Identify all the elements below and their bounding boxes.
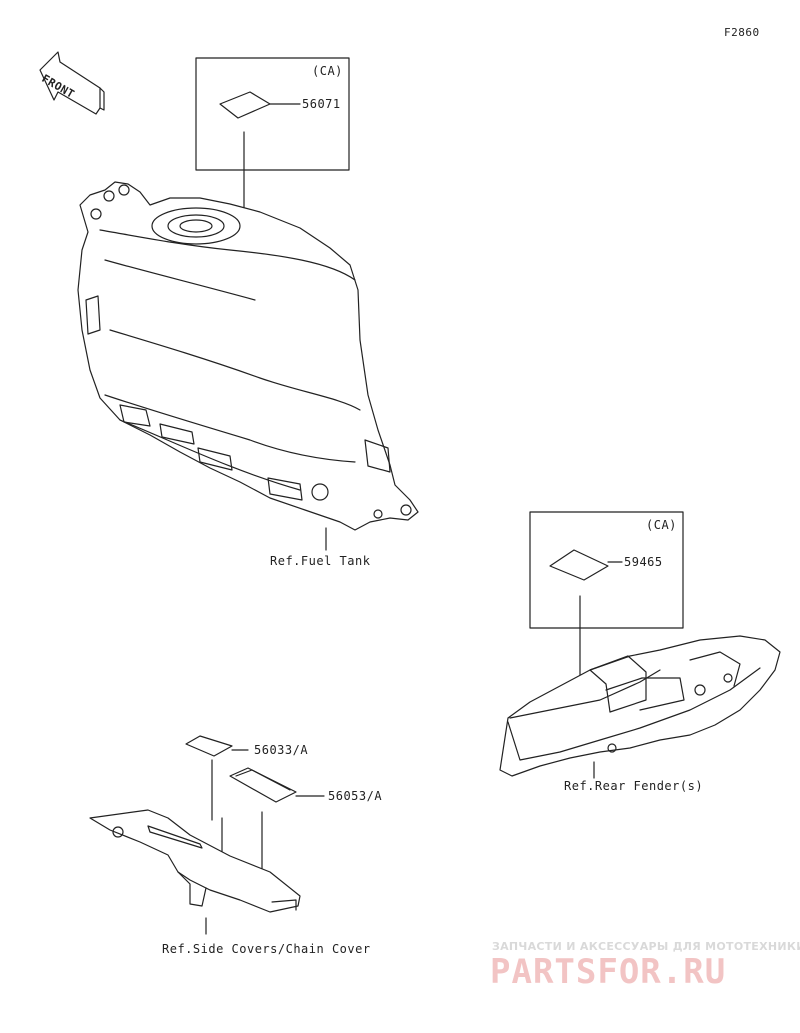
part-number-56033: 56033/A (254, 743, 309, 757)
rear-fender-drawing (499, 635, 781, 779)
front-arrow-icon (39, 51, 105, 115)
chain-cover-drawing (89, 809, 301, 935)
decal-59465 (549, 549, 623, 681)
ca-label-1: (CA) (312, 64, 343, 78)
watermark-logo: PARTSFOR.RU (490, 952, 727, 992)
ca-box-56071 (195, 57, 350, 171)
part-number-59465: 59465 (624, 555, 663, 569)
diagram-code: F2860 (724, 26, 760, 39)
watermark-tagline: ЗАПЧАСТИ И АКСЕССУАРЫ ДЛЯ МОТОТЕХНИКИ (492, 940, 800, 953)
ref-rear-fender-label: Ref.Rear Fender(s) (564, 779, 704, 793)
part-number-56071: 56071 (302, 97, 341, 111)
part-number-56053: 56053/A (328, 789, 383, 803)
ca-box-59465 (529, 511, 684, 629)
ref-fuel-tank-label: Ref.Fuel Tank (270, 554, 371, 568)
fuel-tank-drawing (77, 181, 419, 551)
ref-side-covers-label: Ref.Side Covers/Chain Cover (162, 942, 371, 956)
decal-56033 (185, 735, 249, 857)
ca-label-2: (CA) (646, 518, 677, 532)
